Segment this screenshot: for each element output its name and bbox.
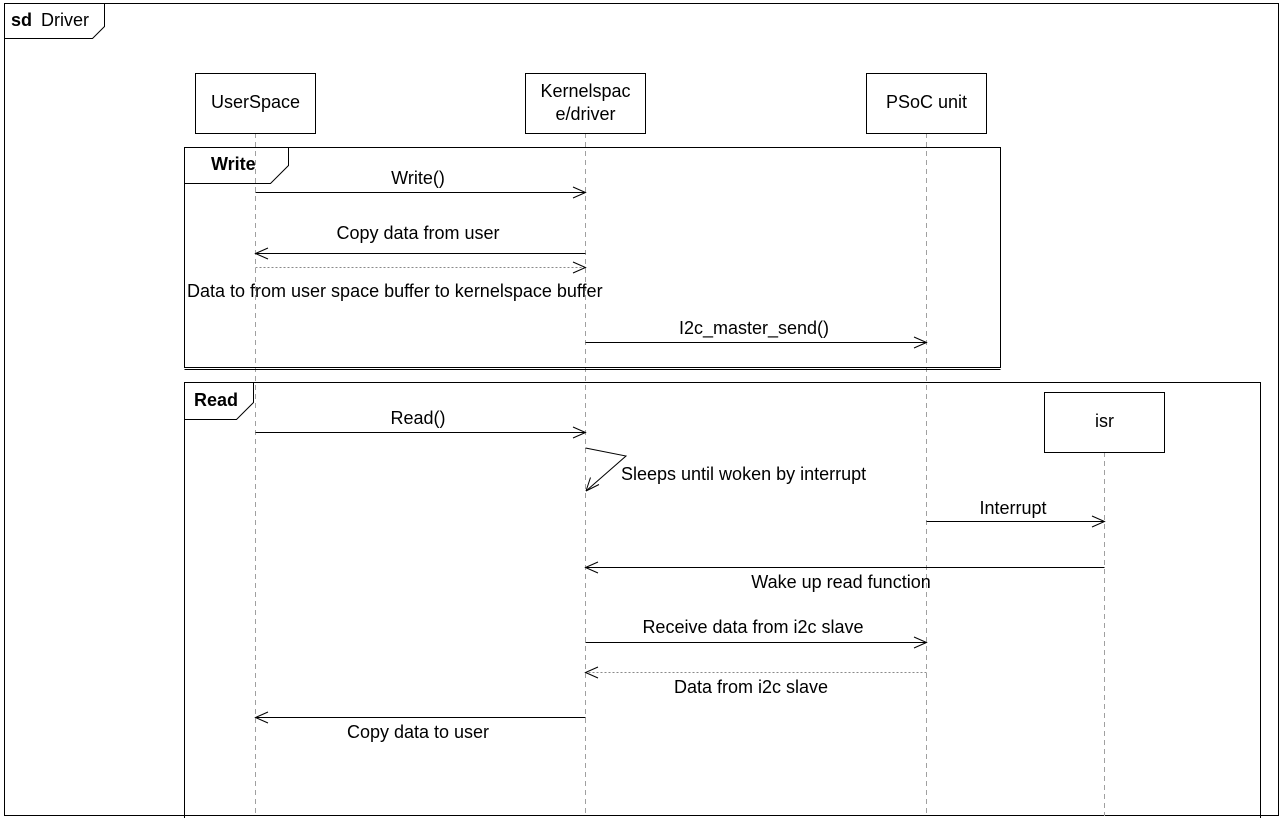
message-data-from-slave-label: Data from i2c slave <box>674 677 828 697</box>
fragment-read-label: Read <box>194 390 238 410</box>
lifeline-label-psoc: PSoC unit <box>886 92 967 112</box>
message-receive-data: Receive data from i2c slave <box>585 617 928 649</box>
message-read-call-label: Read() <box>390 408 445 428</box>
message-i2c-master-send: I2c_master_send() <box>585 318 928 349</box>
lifeline-label-kernel-line2: e/driver <box>555 104 615 124</box>
lifeline-label-kernel-line1: Kernelspac <box>540 81 630 101</box>
lifeline-head-kernel: Kernelspac e/driver <box>525 73 646 134</box>
message-to-kernel-buffer-label: Data to from user space buffer to kernel… <box>187 281 603 301</box>
message-wake-up-label: Wake up read function <box>751 572 930 592</box>
message-copy-to-user: Copy data to user <box>254 711 586 742</box>
lifeline-head-userspace: UserSpace <box>195 73 316 134</box>
message-write-call: Write() <box>255 168 587 199</box>
lifeline-head-psoc: PSoC unit <box>866 73 987 134</box>
sd-frame-keyword: sd <box>11 10 32 30</box>
sd-frame <box>4 3 1279 816</box>
fragment-write-label: Write <box>211 154 256 174</box>
message-sleeps: Sleeps until woken by interrupt <box>585 447 866 492</box>
message-write-call-label: Write() <box>391 168 445 188</box>
fragment-write <box>184 147 1001 368</box>
message-read-call: Read() <box>255 408 587 439</box>
message-i2c-master-send-label: I2c_master_send() <box>679 318 829 339</box>
lifeline-label-userspace: UserSpace <box>211 92 300 112</box>
sd-frame-title: sd Driver <box>11 10 89 30</box>
fragment-write-tab <box>184 147 289 184</box>
message-copy-to-user-label: Copy data to user <box>347 722 489 742</box>
message-data-from-slave: Data from i2c slave <box>584 666 927 697</box>
message-receive-data-label: Receive data from i2c slave <box>642 617 863 637</box>
sd-frame-name: Driver <box>41 10 89 30</box>
message-sleeps-label: Sleeps until woken by interrupt <box>621 464 866 484</box>
fragment-read-tab <box>184 382 254 420</box>
sd-frame-tab <box>4 3 105 39</box>
fragment-read <box>184 382 1261 818</box>
message-wake-up: Wake up read function <box>584 561 1105 592</box>
lifeline-head-isr: isr <box>1044 392 1165 453</box>
message-copy-from-user-label: Copy data from user <box>336 223 499 243</box>
message-copy-from-user: Copy data from user <box>254 223 586 260</box>
message-to-kernel-buffer: Data to from user space buffer to kernel… <box>187 261 603 301</box>
message-interrupt: Interrupt <box>926 498 1106 528</box>
message-interrupt-label: Interrupt <box>979 498 1046 518</box>
lifeline-label-isr: isr <box>1095 411 1114 431</box>
